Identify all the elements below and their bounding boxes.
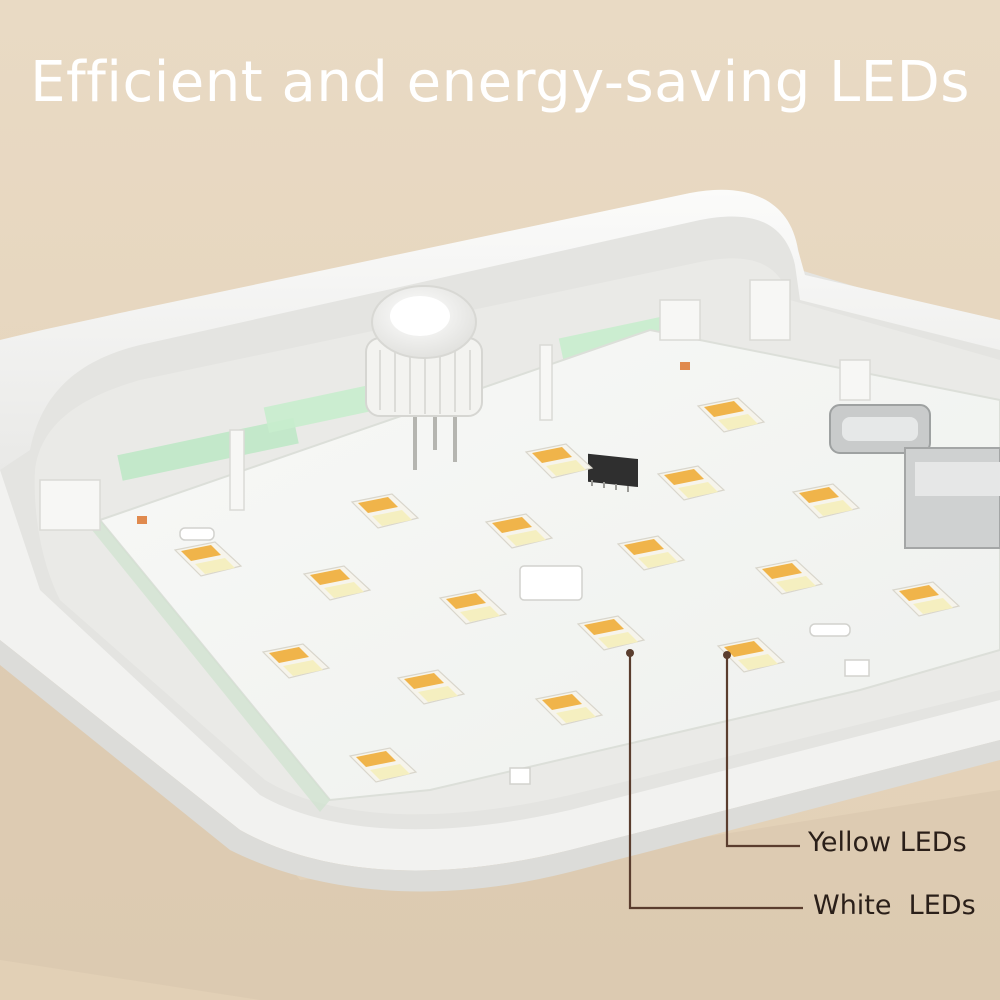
yellow-led xyxy=(799,487,839,503)
led-pair xyxy=(696,397,766,433)
yellow-leds-label: Yellow LEDs xyxy=(808,827,967,858)
yellow-led xyxy=(358,497,398,513)
led-pair xyxy=(350,493,420,529)
housing-rim xyxy=(0,189,1000,470)
white-led xyxy=(506,530,546,546)
led-pair xyxy=(616,535,686,571)
white-led xyxy=(678,482,718,498)
yellow-led xyxy=(704,401,744,417)
white-led xyxy=(556,707,596,723)
pcb-board xyxy=(98,328,1000,802)
white-led xyxy=(598,632,638,648)
led-pair xyxy=(484,513,554,549)
yellow-led xyxy=(542,694,582,710)
housing-shadow xyxy=(0,500,1000,1000)
led-pair xyxy=(348,747,418,783)
led-pair xyxy=(438,589,508,625)
led-pair xyxy=(716,637,786,673)
ic-chip xyxy=(588,453,638,492)
yellow-led xyxy=(404,673,444,689)
white-led xyxy=(738,654,778,670)
yellow-led xyxy=(356,751,396,767)
white-led xyxy=(372,510,412,526)
led-pair xyxy=(302,565,372,601)
yellow-led xyxy=(310,569,350,585)
white-leds-label: White LEDs xyxy=(813,890,976,921)
white-led xyxy=(813,500,853,516)
yellow-led xyxy=(492,517,532,533)
led-pair xyxy=(791,483,861,519)
white-led xyxy=(638,552,678,568)
led-pair xyxy=(524,443,594,479)
white-led xyxy=(546,460,586,476)
yellow-led xyxy=(899,585,939,601)
housing-front-lip xyxy=(0,470,1000,871)
white-led xyxy=(913,598,953,614)
yellow-led xyxy=(762,563,802,579)
led-pair xyxy=(261,643,331,679)
green-glow-left xyxy=(117,417,299,481)
slide-switch xyxy=(904,447,1000,549)
led-pair xyxy=(534,690,604,726)
led-pair xyxy=(891,581,961,617)
yellow-led xyxy=(446,593,486,609)
yellow-led xyxy=(181,545,221,561)
yellow-led xyxy=(584,619,624,635)
led-pair xyxy=(754,559,824,595)
usb-port xyxy=(829,404,931,454)
yellow-led xyxy=(624,539,664,555)
white-led xyxy=(283,660,323,676)
white-led xyxy=(195,558,235,574)
green-glow-mid xyxy=(263,384,377,433)
yellow-leader-line xyxy=(725,655,800,848)
pir-sensor xyxy=(365,285,483,470)
led-array xyxy=(173,397,961,783)
smd-resistor xyxy=(137,516,147,524)
white-led xyxy=(460,606,500,622)
yellow-led xyxy=(269,647,309,663)
led-pair xyxy=(656,465,726,501)
yellow-led xyxy=(532,447,572,463)
wall-posts xyxy=(39,279,871,531)
led-pair xyxy=(396,669,466,705)
white-leader-line xyxy=(628,653,803,910)
smd-resistor xyxy=(680,362,690,370)
yellow-led xyxy=(664,469,704,485)
led-pair xyxy=(173,541,243,577)
white-led xyxy=(370,764,410,780)
led-pair xyxy=(576,615,646,651)
headline-title: Efficient and energy-saving LEDs xyxy=(30,50,970,115)
yellow-led xyxy=(724,641,764,657)
white-led xyxy=(418,686,458,702)
white-led xyxy=(776,576,816,592)
white-led xyxy=(324,582,364,598)
white-led xyxy=(718,414,758,430)
small-components xyxy=(179,527,870,785)
